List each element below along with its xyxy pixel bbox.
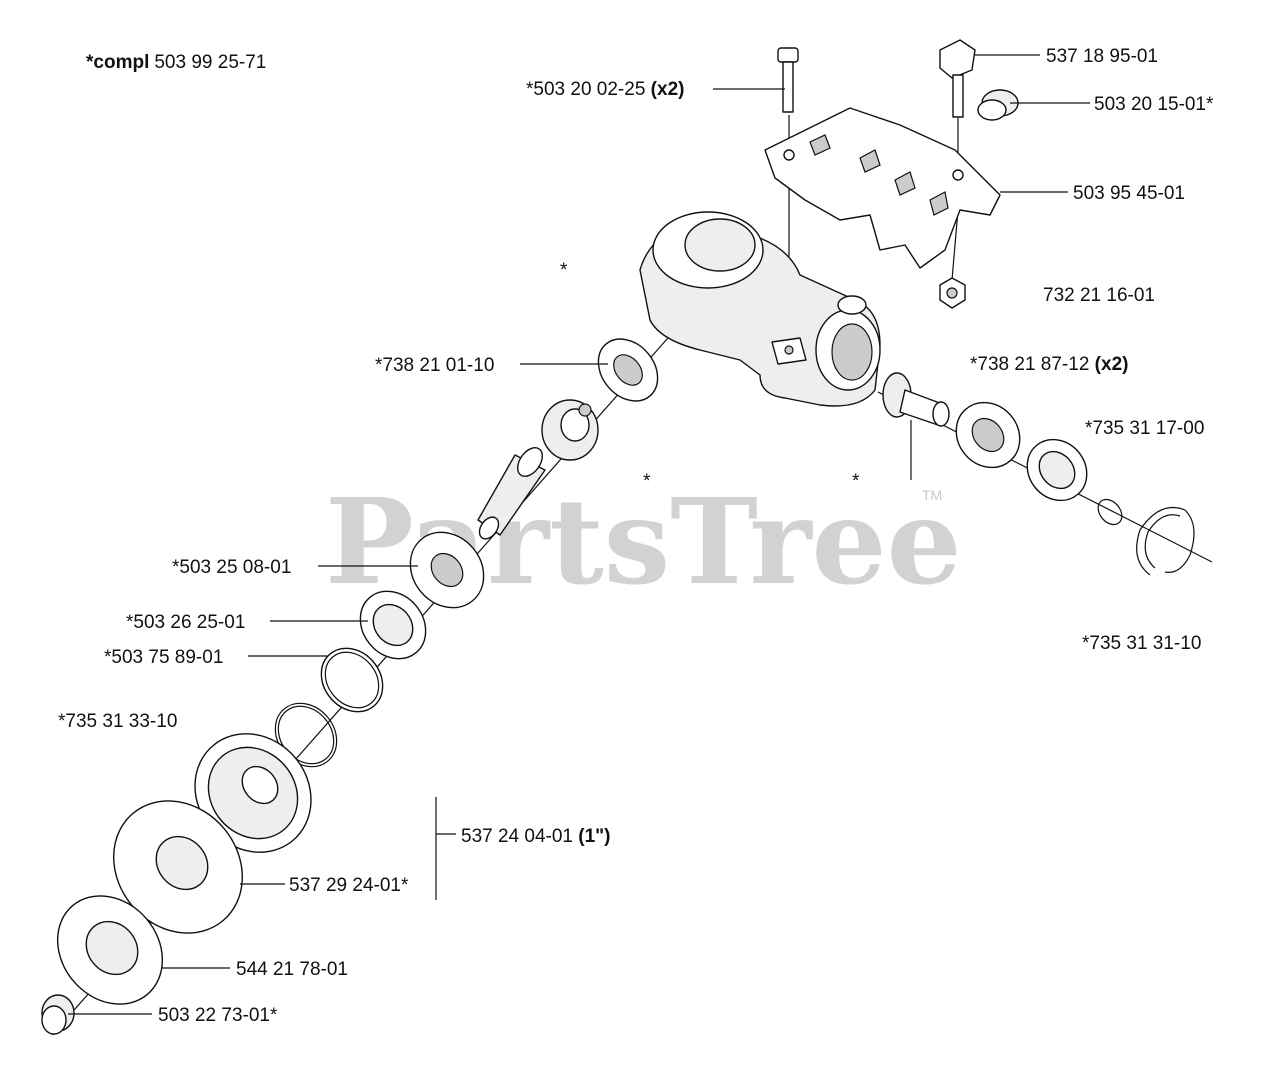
circlip-right-part [1136, 506, 1195, 576]
bearing-right-1-part [955, 401, 1021, 469]
bearing-right-2-part [1026, 438, 1088, 502]
nut-axis-line [951, 209, 959, 281]
part-label-503954501[interactable]: 503 95 45-01 [1073, 183, 1185, 204]
part-label-738210110[interactable]: *738 21 01-10 [375, 355, 494, 376]
part-label-738218712[interactable]: *738 21 87-12 (x2) [970, 354, 1128, 375]
bevel-gear-part [541, 399, 599, 461]
plug-part [977, 89, 1019, 121]
asterisk-marker: * [560, 260, 568, 281]
knob-screw-part [939, 39, 976, 118]
asterisk-marker: * [643, 471, 651, 492]
bearing-upper-part [597, 338, 659, 402]
part-label-732211601[interactable]: 732 21 16-01 [1043, 285, 1155, 306]
bottom-nut-part [41, 994, 75, 1035]
pinion-gear-part [882, 372, 950, 427]
retaining-ring-part [320, 647, 384, 713]
part-label-735313110[interactable]: *735 31 31-10 [1082, 633, 1201, 654]
drive-shaft-part [477, 446, 546, 540]
leader-lines [68, 54, 1090, 1015]
clamp-plate [764, 107, 1001, 269]
support-cup-part [194, 733, 312, 853]
part-label-735313310[interactable]: *735 31 33-10 [58, 711, 177, 732]
gear-housing [639, 211, 881, 407]
asterisk-marker: * [852, 471, 860, 492]
seal-part [359, 590, 427, 660]
part-label-503262501[interactable]: *503 26 25-01 [126, 612, 245, 633]
part-label-537189501[interactable]: 537 18 95-01 [1046, 46, 1158, 67]
part-label-537240401[interactable]: 537 24 04-01 (1") [461, 826, 611, 847]
nut-part [939, 277, 966, 309]
bearing-lower-part [409, 531, 485, 609]
part-label-735311700[interactable]: *735 31 17-00 [1085, 418, 1204, 439]
part-label-503201501[interactable]: 503 20 15-01* [1094, 94, 1214, 115]
washer-part [112, 800, 244, 934]
part-label-503250801[interactable]: *503 25 08-01 [172, 557, 291, 578]
part-label-544217801[interactable]: 544 21 78-01 [236, 959, 348, 980]
trademark-text: TM [922, 487, 942, 503]
part-label-537292401[interactable]: 537 29 24-01* [289, 875, 409, 896]
bolt-part [777, 47, 799, 113]
small-ring-part [1097, 498, 1123, 526]
drive-disc-part [56, 895, 164, 1005]
part-label-503200225[interactable]: *503 20 02-25 (x2) [526, 79, 684, 100]
part-label-503227301[interactable]: 503 22 73-01* [158, 1005, 278, 1026]
part-label-503758901[interactable]: *503 75 89-01 [104, 647, 223, 668]
